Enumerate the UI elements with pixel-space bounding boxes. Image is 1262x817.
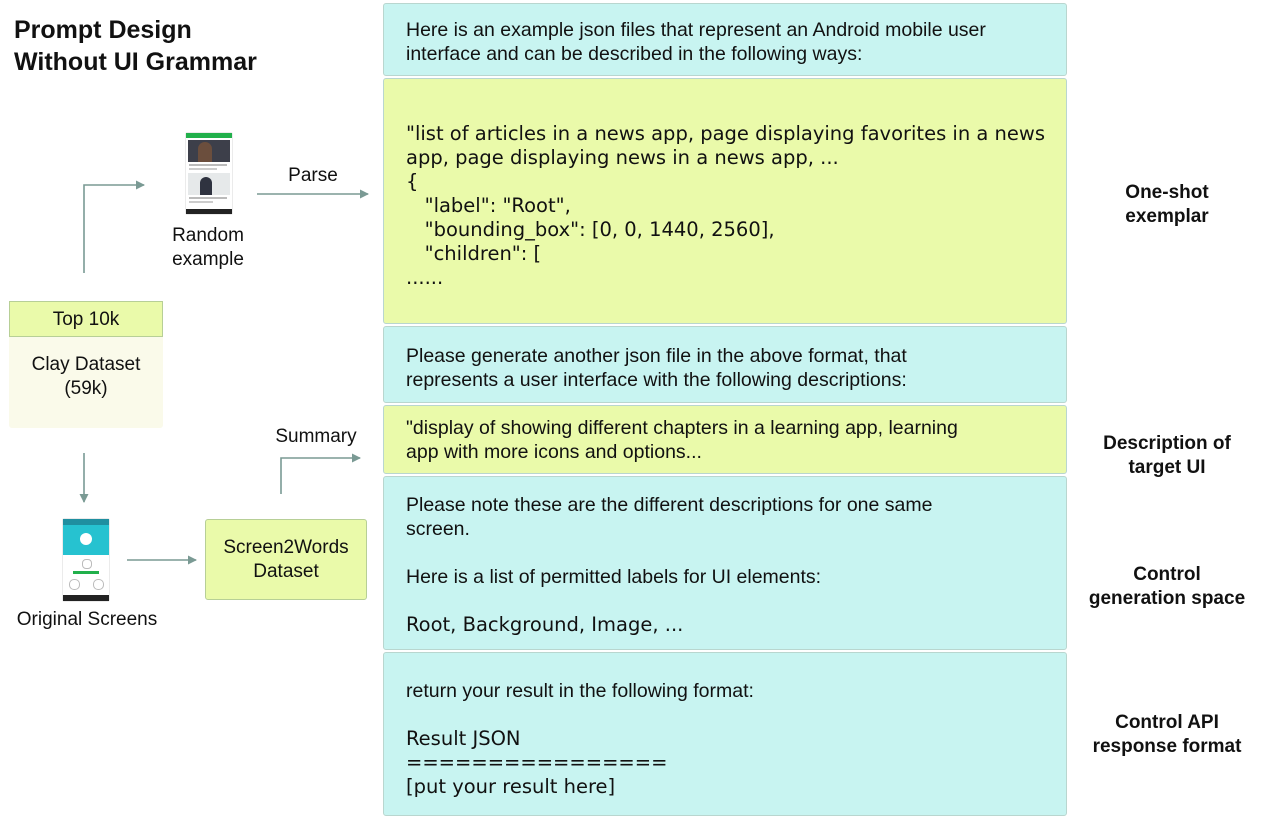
dataset-top-10k: Top 10k: [9, 301, 163, 337]
title-line-2: Without UI Grammar: [14, 48, 257, 76]
page-title: Prompt Design Without UI Grammar: [14, 14, 257, 78]
label-one-shot-exemplar: One-shot exemplar: [1125, 182, 1209, 227]
prompt-exemplar-block: "list of articles in a news app, page di…: [383, 78, 1067, 324]
original-screen-phone: [63, 519, 109, 601]
prompt-generate-block: Please generate another json file in the…: [383, 326, 1067, 403]
label-description-target-ui: Description of target UI: [1103, 433, 1231, 478]
prompt-control-block: Please note these are the different desc…: [383, 476, 1067, 650]
parse-label: Parse: [288, 165, 338, 186]
random-example-phone: [186, 133, 232, 214]
title-line-1: Prompt Design: [14, 16, 192, 44]
arrow-dataset-to-random: [83, 180, 145, 273]
original-screens-label: Original Screens: [16, 609, 158, 630]
random-example-label: Random example: [172, 225, 244, 270]
summary-label: Summary: [275, 426, 357, 447]
label-control-generation-space: Control generation space: [1088, 564, 1246, 609]
clay-dataset-box: Top 10k Clay Dataset (59k): [9, 301, 163, 428]
prompt-intro-block: Here is an example json files that repre…: [383, 3, 1067, 76]
arrow-summary: [280, 453, 361, 494]
label-control-api-response: Control API response format: [1092, 712, 1242, 757]
prompt-response-block: return your result in the following form…: [383, 652, 1067, 816]
dataset-name: Clay Dataset (59k): [31, 354, 141, 399]
screen2words-dataset-box: Screen2Words Dataset: [205, 519, 367, 600]
prompt-description-block: "display of showing different chapters i…: [383, 405, 1067, 474]
